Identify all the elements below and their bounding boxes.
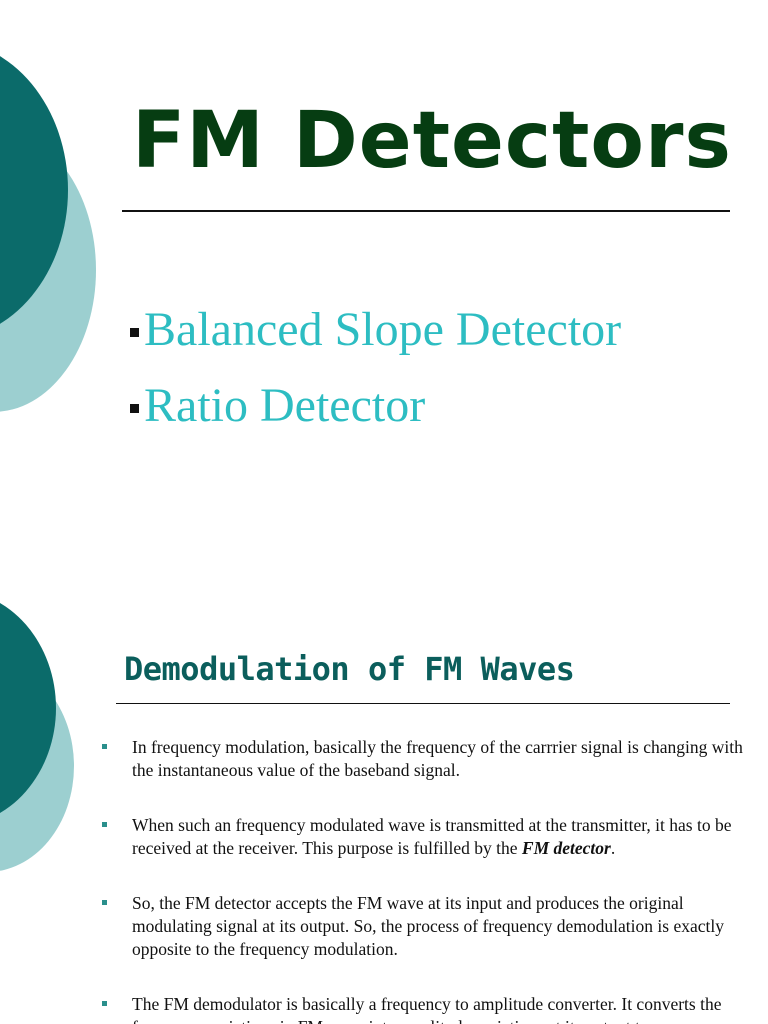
list-item: In frequency modulation, basically the f… [100,736,760,782]
title-divider [122,210,730,212]
slide-subtitle: Demodulation of FM Waves [124,650,575,688]
point-text: When such an frequency modulated wave is… [132,815,732,858]
square-bullet-icon [102,1001,107,1006]
detector-list: Balanced Slope Detector Ratio Detector [130,292,621,444]
point-text: In frequency modulation, basically the f… [132,737,743,780]
list-item-label: Ratio Detector [144,379,426,432]
explanation-list: In frequency modulation, basically the f… [100,736,760,1024]
point-text-end: . [610,838,616,858]
list-item: Ratio Detector [130,368,621,444]
slide-title: FM Detectors [132,96,732,186]
subtitle-divider [116,703,730,704]
square-bullet-icon [102,900,107,905]
list-item: The FM demodulator is basically a freque… [100,993,760,1024]
slide-demodulation: Demodulation of FM Waves In frequency mo… [0,560,768,1024]
square-bullet-icon [102,744,107,749]
list-item: So, the FM detector accepts the FM wave … [100,892,760,961]
list-item: Balanced Slope Detector [130,292,621,368]
square-bullet-icon [102,822,107,827]
point-text: So, the FM detector accepts the FM wave … [132,893,724,959]
point-text: The FM demodulator is basically a freque… [132,994,722,1024]
list-item: When such an frequency modulated wave is… [100,814,760,860]
fm-detector-emphasis: FM detector [521,838,611,858]
slide-fm-detectors: FM Detectors Balanced Slope Detector Rat… [0,40,732,444]
list-item-label: Balanced Slope Detector [144,303,622,356]
square-bullet-icon [130,327,139,337]
square-bullet-icon [130,403,139,413]
